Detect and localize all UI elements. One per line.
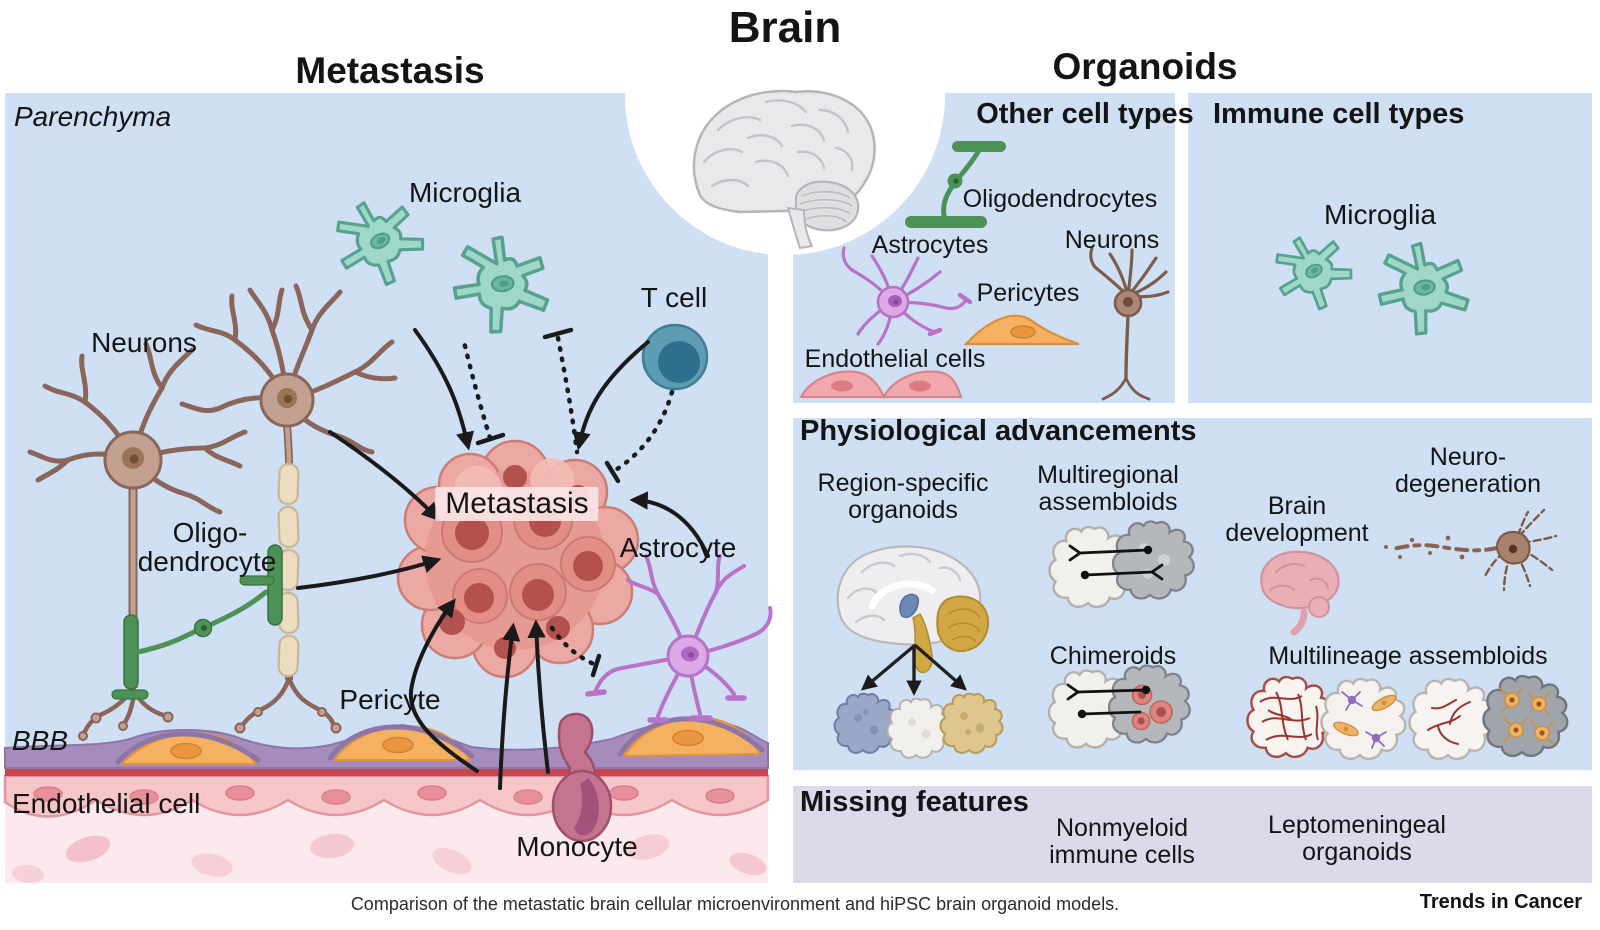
neurons-label: Neurons	[91, 327, 197, 358]
parenchyma-label: Parenchyma	[14, 101, 172, 132]
astrocytes-label: Astrocytes	[871, 231, 989, 259]
multilineage-assembloids-label: Multilineage assembloids	[1268, 642, 1548, 670]
figure-caption: Comparison of the metastatic brain cellu…	[350, 894, 1120, 914]
multiregional-label-line2: assembloids	[1038, 488, 1178, 516]
metastasis-section-title: Metastasis	[295, 50, 485, 91]
leptomeningeal-label-line2: organoids	[1302, 838, 1412, 866]
missing-features-panel	[793, 786, 1592, 883]
neurons-organoid-label: Neurons	[1064, 226, 1160, 254]
immune-cell-types-title: Immune cell types	[1213, 98, 1465, 130]
leptomeningeal-label-line1: Leptomeningeal	[1268, 811, 1446, 839]
t-cell-label: T cell	[640, 282, 708, 313]
microglia-label: Microglia	[408, 177, 522, 208]
nonmyeloid-label-line1: Nonmyeloid	[1055, 814, 1189, 842]
oligodendrocyte-label-line2: dendrocyte	[137, 546, 277, 577]
bbb-label: BBB	[12, 725, 69, 756]
monocyte-label: Monocyte	[516, 831, 638, 862]
missing-features-title: Missing features	[800, 786, 1029, 818]
oligodendrocytes-label: Oligodendrocytes	[962, 185, 1158, 213]
endothelial-cell-label: Endothelial cell	[12, 788, 201, 819]
oligodendrocyte-label-line1: Oligo-	[172, 517, 248, 548]
journal-name: Trends in Cancer	[1419, 891, 1582, 913]
other-cell-types-title: Other cell types	[976, 98, 1194, 130]
metastasis-panel	[5, 93, 768, 883]
organoids-section-title: Organoids	[1052, 46, 1238, 87]
region-specific-label-line1: Region-specific	[817, 469, 989, 497]
pericytes-label: Pericytes	[976, 279, 1080, 307]
neurodegeneration-label-line2: degeneration	[1395, 470, 1541, 498]
metastasis-tumor-label: Metastasis	[435, 487, 599, 521]
region-specific-label-line2: organoids	[848, 496, 958, 524]
astrocyte-label: Astrocyte	[619, 532, 737, 563]
microglia-organoid-label: Microglia	[1323, 199, 1437, 230]
neurodegeneration-label-line1: Neuro-	[1429, 443, 1507, 471]
brain-development-label-line1: Brain	[1267, 492, 1327, 520]
pericyte-label: Pericyte	[339, 684, 441, 715]
figure-title: Brain	[728, 3, 842, 52]
nonmyeloid-label-line2: immune cells	[1049, 841, 1195, 869]
endothelial-cells-label: Endothelial cells	[804, 345, 986, 373]
chimeroids-label: Chimeroids	[1049, 642, 1177, 670]
brain-development-label-line2: development	[1225, 519, 1369, 547]
immune-cell-types-panel	[1188, 93, 1592, 403]
multiregional-label-line1: Multiregional	[1037, 461, 1179, 489]
physiological-advancements-title: Physiological advancements	[800, 415, 1197, 447]
